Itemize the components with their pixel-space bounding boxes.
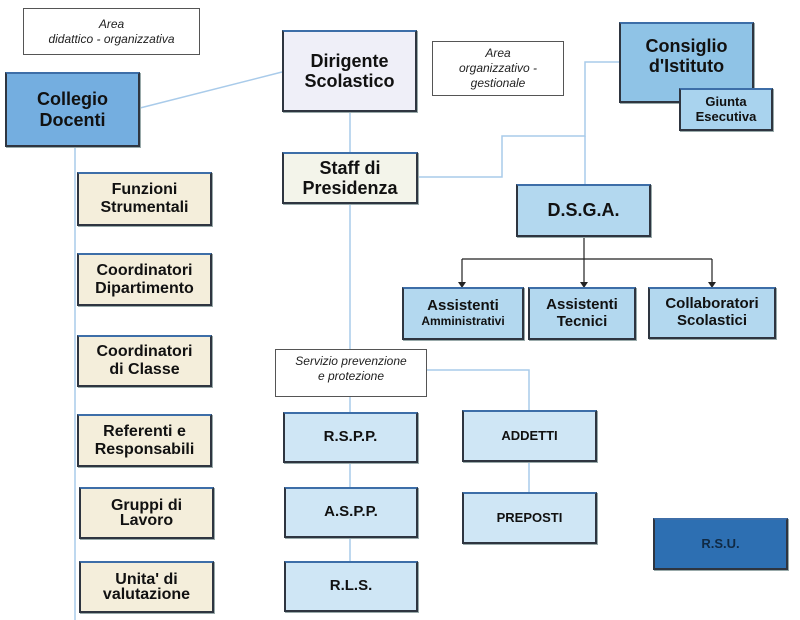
node-label: Esecutiva (695, 108, 757, 124)
node-label: Lavoro (119, 512, 174, 529)
coordinatori-dipartimento-node: Coordinatori Dipartimento (77, 253, 212, 306)
node-label: PREPOSTI (496, 509, 563, 525)
collegio-docenti-node: Collegio Docenti (5, 72, 140, 147)
node-label: Docenti (39, 109, 106, 130)
node-label: Dipartimento (95, 279, 194, 297)
note-line: Area (485, 46, 511, 60)
rspp-node: R.S.P.P. (283, 412, 418, 463)
assistenti-amministrativi-node: Assistenti Amministrativi (402, 287, 524, 340)
area-organizzativo-note: Area organizzativo - gestionale (432, 41, 564, 96)
node-label: Presidenza (302, 178, 398, 198)
node-label: Gruppi di (110, 496, 183, 514)
referenti-responsabili-node: Referenti e Responsabili (77, 414, 212, 467)
aspp-node: A.S.P.P. (284, 487, 418, 538)
node-label: Strumentali (100, 199, 189, 216)
node-label: Unita' di (115, 570, 178, 588)
node-label: Collegio (37, 89, 108, 110)
node-label: R.S.U. (701, 535, 740, 551)
arrow-head-icon (458, 282, 466, 288)
area-didattico-note: Area didattico - organizzativa (23, 8, 200, 55)
node-label: Consiglio (645, 36, 728, 56)
note-line: didattico - organizzativa (48, 31, 175, 46)
arrow-head-icon (580, 282, 588, 288)
node-label: Referenti e (103, 422, 186, 440)
line-servizio-addetti (427, 369, 530, 410)
note-line: organizzativo - (458, 61, 538, 75)
node-label: Dirigente (310, 50, 389, 71)
giunta-esecutiva-node: Giunta Esecutiva (679, 88, 773, 131)
node-label: di Classe (109, 361, 180, 378)
line-staff-consiglio (418, 61, 619, 178)
node-label: Scolastici (676, 312, 748, 329)
coordinatori-classe-node: Coordinatori di Classe (77, 335, 212, 387)
node-label: Coordinatori (96, 343, 193, 361)
assistenti-tecnici-node: Assistenti Tecnici (528, 287, 636, 340)
gruppi-lavoro-node: Gruppi di Lavoro (79, 487, 214, 539)
node-label: Funzioni (111, 181, 178, 199)
node-label: d'Istituto (648, 56, 725, 77)
node-label: R.S.P.P. (323, 428, 378, 446)
node-label: Assistenti (427, 297, 499, 315)
dirigente-scolastico-node: Dirigente Scolastico (282, 30, 417, 112)
rsu-node: R.S.U. (653, 518, 788, 570)
addetti-node: ADDETTI (462, 410, 597, 462)
dsga-node: D.S.G.A. (516, 184, 651, 237)
note-line: Servizio prevenzione (295, 354, 407, 368)
node-label: Responsabili (94, 440, 195, 458)
node-label: D.S.G.A. (547, 200, 620, 221)
rls-node: R.L.S. (284, 561, 418, 612)
node-label: Giunta (705, 93, 747, 109)
collaboratori-scolastici-node: Collaboratori Scolastici (648, 287, 776, 339)
note-line: Area (98, 16, 125, 31)
servizio-prevenzione-note: Servizio prevenzione e protezione (275, 349, 427, 397)
node-label: R.L.S. (329, 577, 373, 595)
node-label: A.S.P.P. (324, 503, 378, 521)
node-label: Staff di (319, 157, 381, 178)
node-label: Tecnici (556, 312, 608, 330)
note-line: gestionale (470, 76, 526, 90)
node-label: Amministrativi (421, 314, 505, 329)
staff-presidenza-node: Staff di Presidenza (282, 152, 418, 204)
note-line: e protezione (317, 369, 385, 383)
line-collegio-dirigente (139, 71, 283, 109)
node-label: Assistenti (546, 295, 618, 313)
node-label: valutazione (102, 586, 191, 603)
preposti-node: PREPOSTI (462, 492, 597, 544)
arrow-head-icon (708, 282, 716, 288)
funzioni-strumentali-node: Funzioni Strumentali (77, 172, 212, 226)
node-label: Coordinatori (96, 261, 193, 279)
unita-valutazione-node: Unita' di valutazione (79, 561, 214, 613)
node-label: Scolastico (304, 71, 395, 91)
node-label: Collaboratori (665, 295, 759, 313)
node-label: ADDETTI (501, 427, 558, 443)
